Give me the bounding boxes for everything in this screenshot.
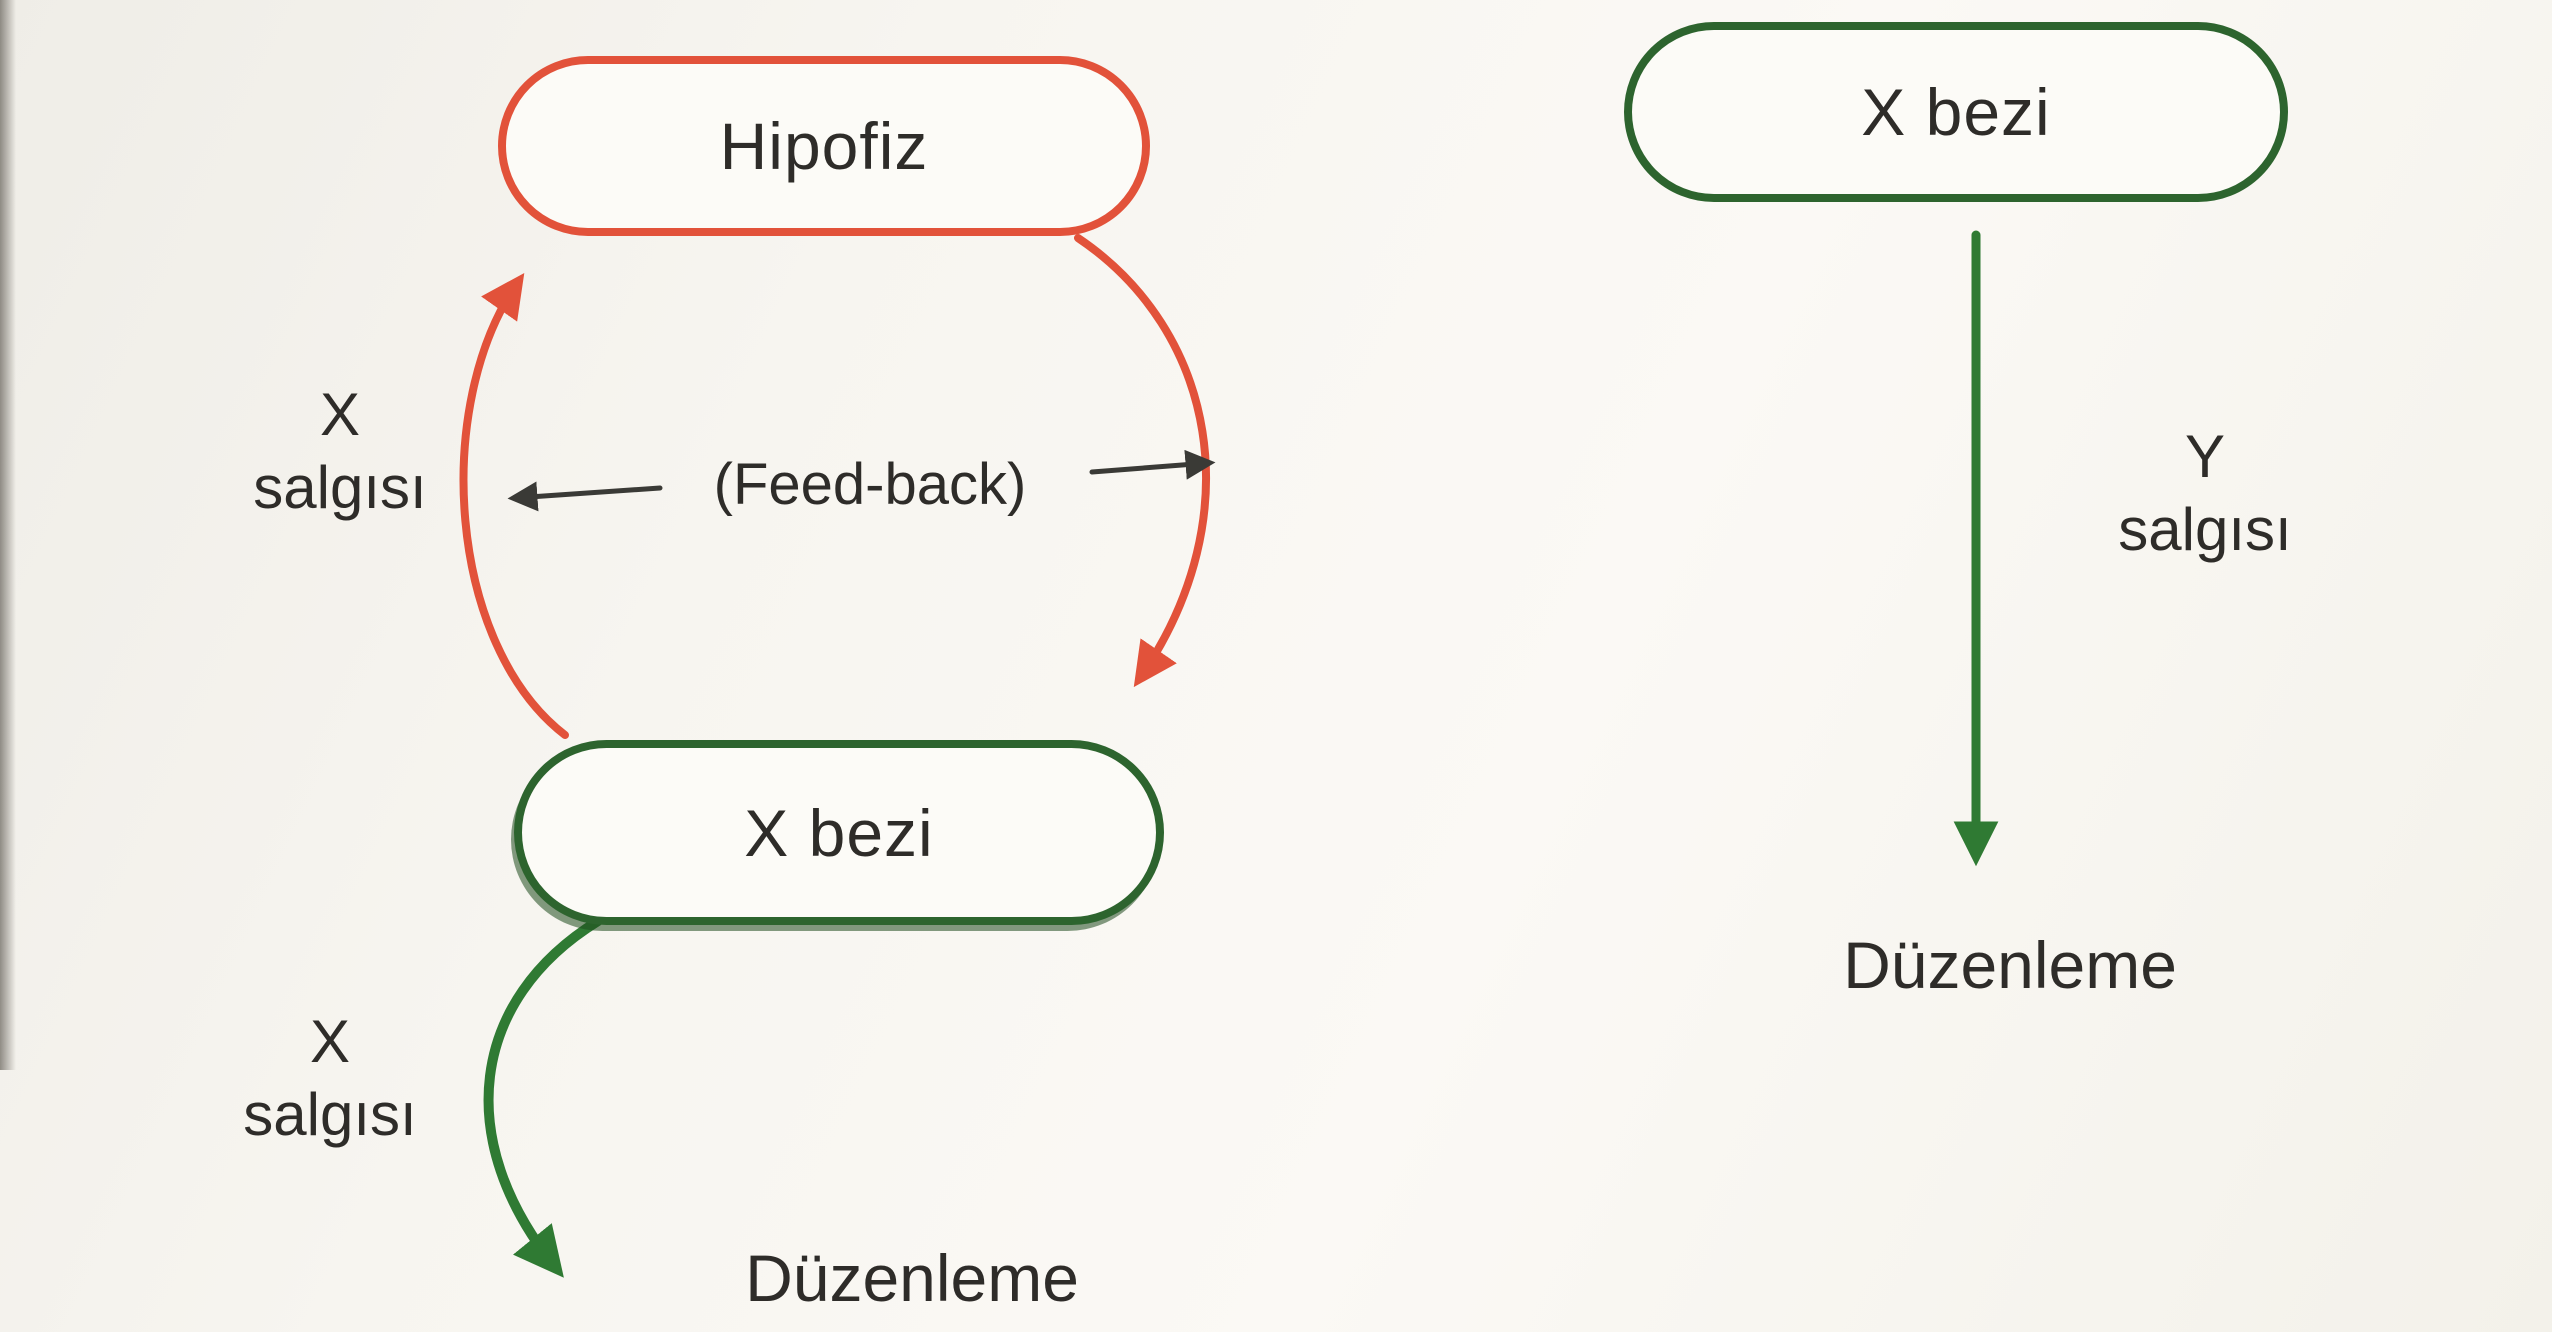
feedback-left-arrow xyxy=(507,481,663,512)
x-bezi-left-label: X bezi xyxy=(744,795,934,870)
x-salgisi-label-top: X salgısı xyxy=(175,378,505,524)
duzenleme-label-right: Düzenleme xyxy=(1843,928,2177,1002)
y-salgisi-line2: salgısı xyxy=(2118,496,2292,564)
x-salgisi-label-bottom: X salgısı xyxy=(165,1005,495,1151)
x-salgisi-top-line2: salgısı xyxy=(253,454,427,522)
x-bezi-node-right: X bezi xyxy=(1624,22,2288,202)
feedback-label: (Feed-back) xyxy=(713,452,1027,517)
x-salgisi-bottom-line1: X xyxy=(309,1008,351,1075)
red-arrow-hipofiz-to-xbezi xyxy=(1074,234,1210,688)
y-salgisi-line1: Y xyxy=(2184,423,2226,490)
scan-edge-shadow xyxy=(0,0,16,1070)
feedback-right-arrow xyxy=(1089,449,1216,480)
x-bezi-right-label: X bezi xyxy=(1861,75,2051,149)
hipofiz-node-label: Hipofiz xyxy=(719,109,929,183)
hipofiz-node: Hipofiz xyxy=(498,56,1150,236)
x-salgisi-top-line1: X xyxy=(319,381,361,448)
duzenleme-label-left: Düzenleme xyxy=(745,1241,1079,1315)
y-salgisi-label: Y salgısı xyxy=(2055,420,2355,566)
x-bezi-node-left: X bezi xyxy=(514,740,1164,925)
green-arrow-xbezi-to-duzenleme xyxy=(483,916,603,1278)
x-salgisi-bottom-line2: salgısı xyxy=(243,1081,417,1149)
